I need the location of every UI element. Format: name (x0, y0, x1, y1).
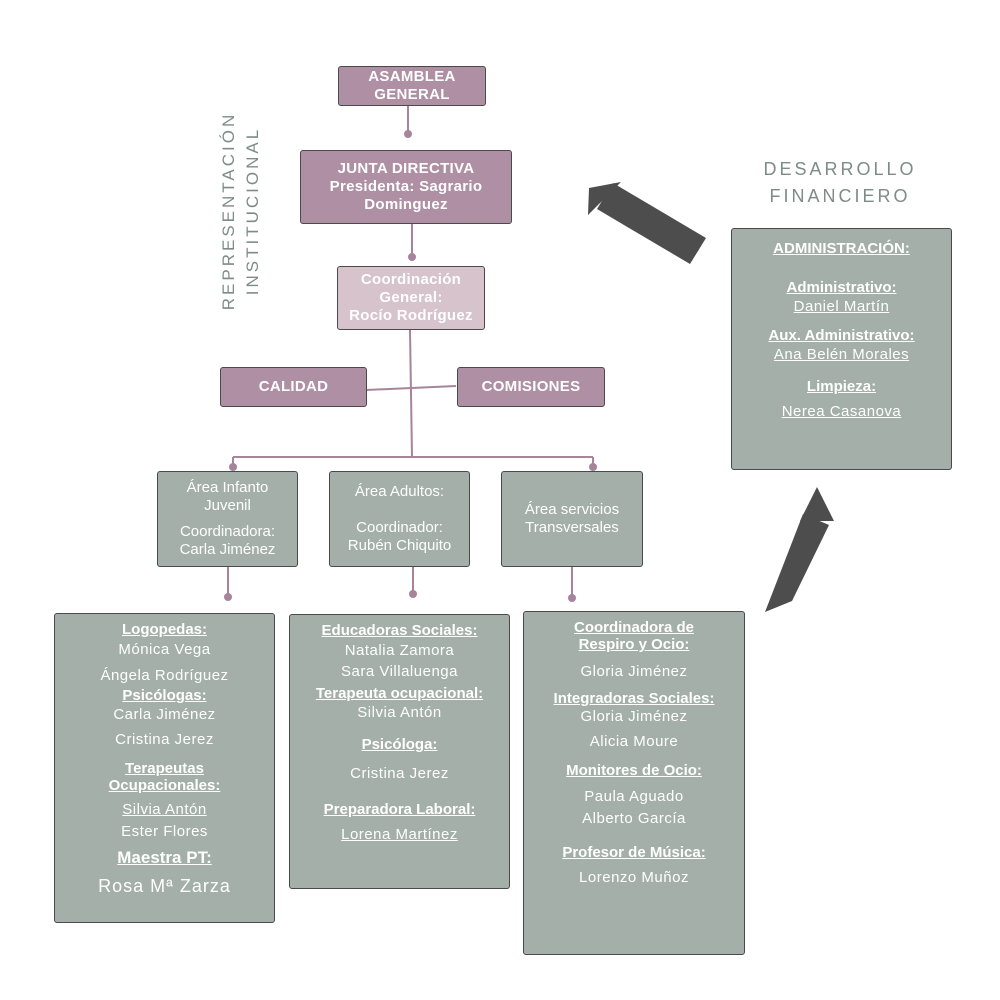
administracion-box: ADMINISTRACIÓN: Administrativo: Daniel M… (731, 228, 952, 470)
connector-dot (404, 130, 412, 138)
integradora-name: Gloria Jiménez (580, 708, 688, 725)
integradora-name: Alicia Moure (589, 733, 679, 750)
logopeda-name: Ángela Rodríguez (100, 667, 229, 684)
representacion-label: REPRESENTACIÓN INSTITUCIONAL (217, 91, 267, 331)
transversales-line2: Transversales (525, 519, 619, 536)
transversales-line1: Área servicios (524, 501, 620, 518)
area-infanto-box[interactable]: Área Infanto Juvenil Coordinadora: Carla… (157, 471, 298, 567)
area-transversales-box[interactable]: Área servicios Transversales (501, 471, 643, 567)
desarrollo-label: DESARROLLO FINANCIERO (730, 156, 950, 210)
terapeuta-name: Ester Flores (121, 823, 208, 840)
connector-dot (229, 463, 237, 471)
connector-dot (408, 253, 416, 261)
infanto-line1: Área Infanto (186, 479, 269, 496)
representacion-line2: INSTITUCIONAL (243, 126, 262, 296)
monitor-name: Alberto García (582, 810, 686, 827)
monitores-heading: Monitores de Ocio: (566, 762, 702, 779)
aux-administrativo-name: Ana Belén Morales (773, 346, 910, 363)
coord-respiro-name: Gloria Jiménez (580, 663, 688, 680)
connector-dot (568, 594, 576, 602)
psicologa-name: Cristina Jerez (115, 731, 214, 748)
junta-line2: Presidenta: Sagrario (329, 178, 483, 195)
maestra-heading: Maestra PT: (117, 848, 212, 867)
desarrollo-line1: DESARROLLO (763, 159, 917, 179)
coordinacion-line2: General: (379, 289, 443, 306)
psicologas-heading: Psicólogas: (122, 687, 207, 704)
asamblea-line1: ASAMBLEA (368, 68, 456, 85)
profesor-name: Lorenzo Muñoz (579, 869, 689, 886)
preparadora-heading: Preparadora Laboral: (323, 801, 476, 818)
arrow-up-icon (765, 487, 834, 612)
logopeda-name: Mónica Vega (118, 641, 211, 658)
comisiones-box[interactable]: COMISIONES (457, 367, 605, 407)
administrativo-heading: Administrativo: (786, 279, 897, 296)
comisiones-label: COMISIONES (481, 378, 581, 395)
terapeutas-heading: Ocupacionales: (108, 777, 221, 794)
educadoras-heading: Educadoras Sociales: (321, 622, 478, 639)
adultos-team-box: Educadoras Sociales: Natalia Zamora Sara… (289, 614, 510, 889)
junta-directiva-box[interactable]: JUNTA DIRECTIVA Presidenta: Sagrario Dom… (300, 150, 512, 224)
connector-dot (409, 590, 417, 598)
infanto-line2: Juvenil (204, 497, 251, 514)
coord-respiro-heading: Coordinadora de (573, 619, 694, 636)
junta-line3: Dominguez (364, 196, 448, 213)
terapeuta-heading: Terapeuta ocupacional: (315, 685, 484, 702)
adultos-line1: Área Adultos: (354, 483, 445, 500)
connector-coordinacion-areas (409, 329, 413, 458)
limpieza-name: Nerea Casanova (781, 403, 902, 420)
infanto-line4: Carla Jiménez (179, 541, 276, 558)
coord-respiro-heading: Respiro y Ocio: (578, 636, 690, 653)
preparadora-name: Lorena Martínez (341, 826, 458, 843)
aux-administrativo-heading: Aux. Administrativo: (768, 327, 915, 344)
connector-dot (224, 593, 232, 601)
profesor-heading: Profesor de Música: (562, 844, 706, 861)
monitor-name: Paula Aguado (584, 788, 684, 805)
coordinacion-general-box[interactable]: Coordinación General: Rocío Rodríguez (337, 266, 485, 330)
transversales-team-box: Coordinadora de Respiro y Ocio: Gloria J… (523, 611, 745, 955)
educadora-name: Natalia Zamora (344, 642, 455, 659)
limpieza-heading: Limpieza: (806, 378, 877, 395)
representacion-line1: REPRESENTACIÓN (219, 111, 238, 311)
logopedas-heading: Logopedas: (122, 621, 207, 638)
asamblea-general-box[interactable]: ASAMBLEA GENERAL (338, 66, 486, 106)
calidad-label: CALIDAD (258, 378, 329, 395)
asamblea-line2: GENERAL (374, 86, 450, 103)
coordinacion-line1: Coordinación (360, 271, 462, 288)
terapeuta-name: Silvia Antón (122, 801, 207, 818)
connector-calidad-comisiones (365, 385, 457, 391)
terapeuta-name: Silvia Antón (357, 704, 442, 721)
adultos-line3: Rubén Chiquito (347, 537, 452, 554)
administrativo-name: Daniel Martín (793, 298, 890, 315)
administracion-title: ADMINISTRACIÓN: (773, 240, 910, 257)
psicologa-name: Carla Jiménez (113, 706, 216, 723)
maestra-name: Rosa Mª Zarza (98, 876, 231, 896)
adultos-line2: Coordinador: (356, 519, 443, 536)
terapeutas-heading: Terapeutas (125, 760, 204, 777)
area-adultos-box[interactable]: Área Adultos: Coordinador: Rubén Chiquit… (329, 471, 470, 567)
coordinacion-line3: Rocío Rodríguez (349, 307, 473, 324)
integradoras-heading: Integradoras Sociales: (553, 690, 715, 707)
arrow-up-left-icon (588, 182, 706, 264)
calidad-box[interactable]: CALIDAD (220, 367, 367, 407)
psicologa-name: Cristina Jerez (350, 765, 449, 782)
connector-dot (589, 463, 597, 471)
infanto-line3: Coordinadora: (179, 523, 276, 540)
psicologa-heading: Psicóloga: (361, 736, 438, 753)
infanto-team-box: Logopedas: Mónica Vega Ángela Rodríguez … (54, 613, 275, 923)
junta-line1: JUNTA DIRECTIVA (337, 160, 475, 177)
educadora-name: Sara Villaluenga (341, 663, 458, 680)
desarrollo-line2: FINANCIERO (769, 186, 911, 206)
